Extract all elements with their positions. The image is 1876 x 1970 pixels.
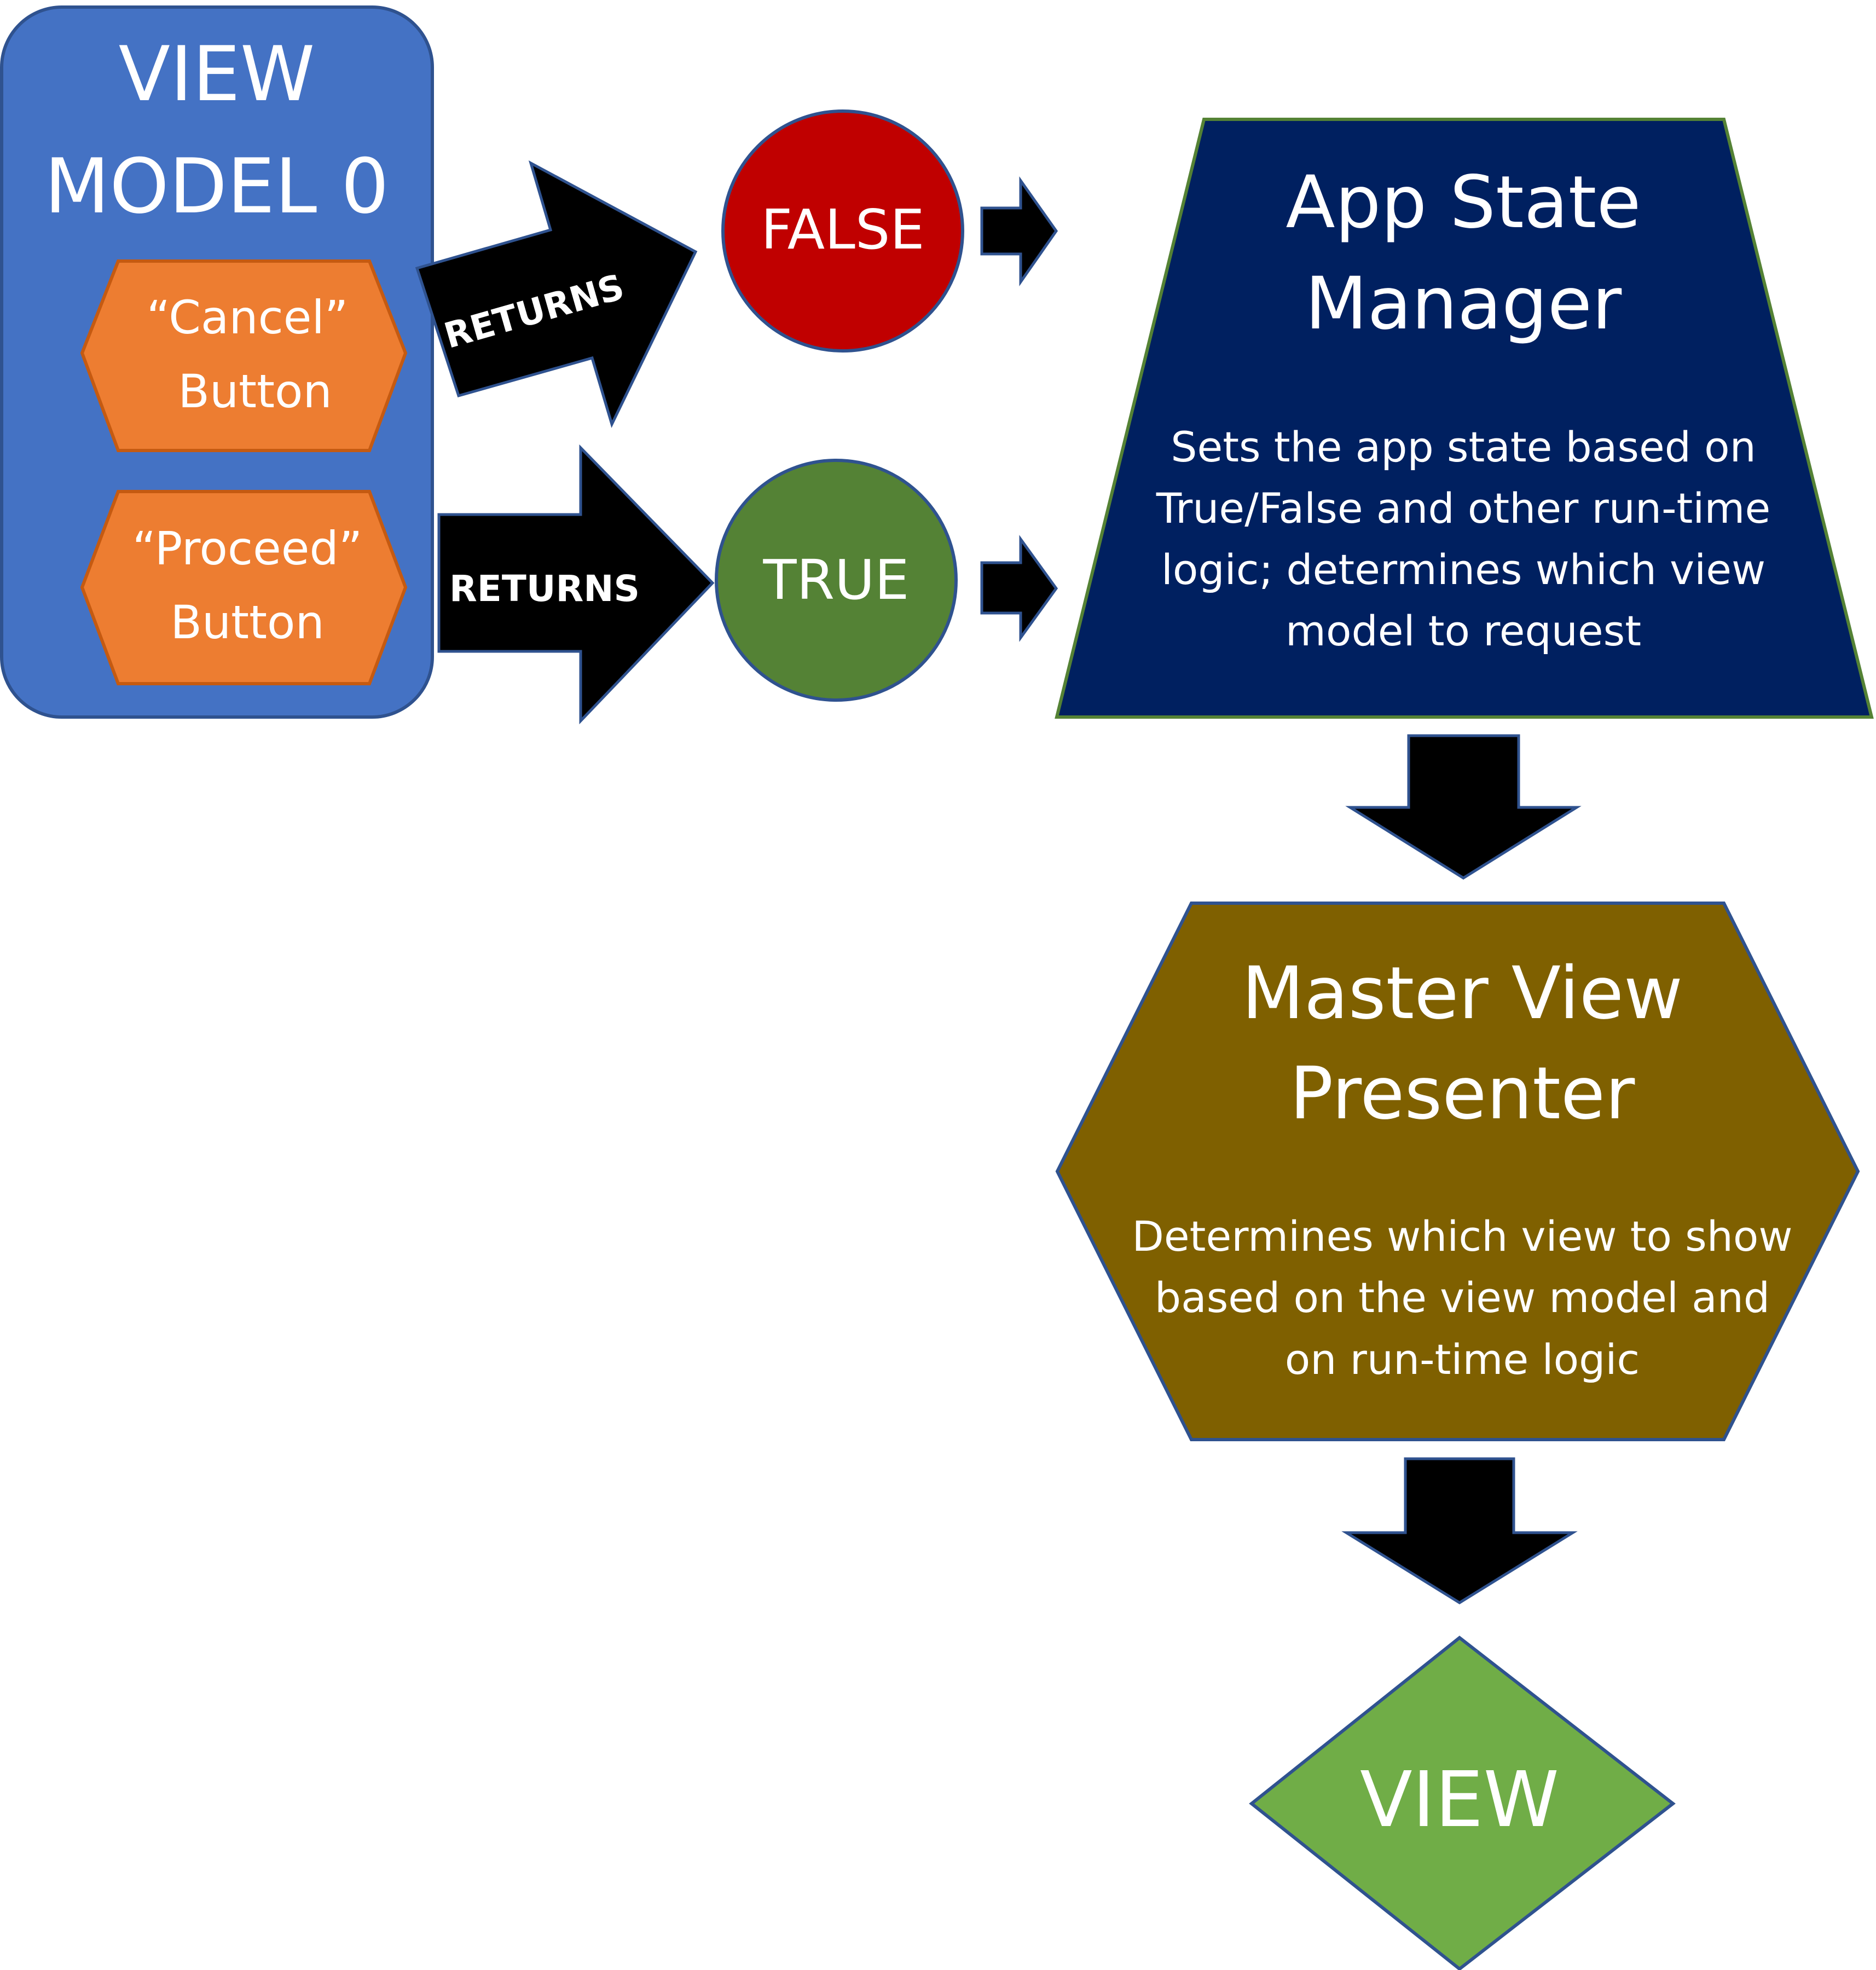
proceed-button-label-line2: Button	[170, 596, 324, 649]
true-to-state-arrow	[980, 535, 1058, 642]
app-state-desc-line4: model to request	[1286, 606, 1641, 655]
presenter-to-view-arrow	[1341, 1457, 1578, 1604]
state-to-presenter-arrow	[1345, 734, 1582, 880]
presenter-title-line2: Presenter	[1290, 1052, 1635, 1136]
true-label: TRUE	[763, 548, 910, 612]
app-state-desc-line1: Sets the app state based on	[1171, 423, 1756, 471]
proceed-returns-arrow: RETURNS	[437, 444, 715, 725]
presenter-title-line1: Master View	[1242, 951, 1683, 1036]
cancel-returns-arrow: RETURNS	[415, 160, 698, 428]
app-state-title-line2: Manager	[1305, 262, 1622, 346]
presenter-desc-line2: based on the view model and	[1155, 1273, 1770, 1322]
presenter-desc-line1: Determines which view to show	[1132, 1212, 1792, 1261]
view-result: VIEW	[1249, 1636, 1676, 1970]
view-model-title-line1: VIEW	[119, 30, 315, 118]
cancel-button-label-line1: “Cancel”	[147, 291, 349, 344]
false-to-state-arrow	[980, 176, 1058, 286]
app-state-desc-line3: logic; determines which view	[1161, 545, 1765, 594]
false-result: FALSE	[721, 109, 964, 353]
view-label: VIEW	[1360, 1755, 1559, 1845]
view-model-title-line2: MODEL 0	[44, 142, 389, 230]
true-result: TRUE	[715, 459, 958, 702]
app-state-desc-line2: True/False and other run-time	[1156, 484, 1770, 533]
cancel-button[interactable]: “Cancel” Button	[80, 259, 408, 452]
false-label: FALSE	[761, 198, 924, 262]
proceed-returns-label: RETURNS	[449, 568, 640, 610]
app-state-manager: App State Manager Sets the app state bas…	[1055, 118, 1874, 719]
cancel-button-label-line2: Button	[178, 365, 332, 418]
proceed-button[interactable]: “Proceed” Button	[80, 490, 408, 685]
presenter-desc-line3: on run-time logic	[1285, 1335, 1640, 1384]
app-state-title-line1: App State	[1286, 160, 1641, 245]
master-view-presenter: Master View Presenter Determines which v…	[1055, 902, 1860, 1441]
proceed-button-label-line1: “Proceed”	[132, 522, 363, 575]
